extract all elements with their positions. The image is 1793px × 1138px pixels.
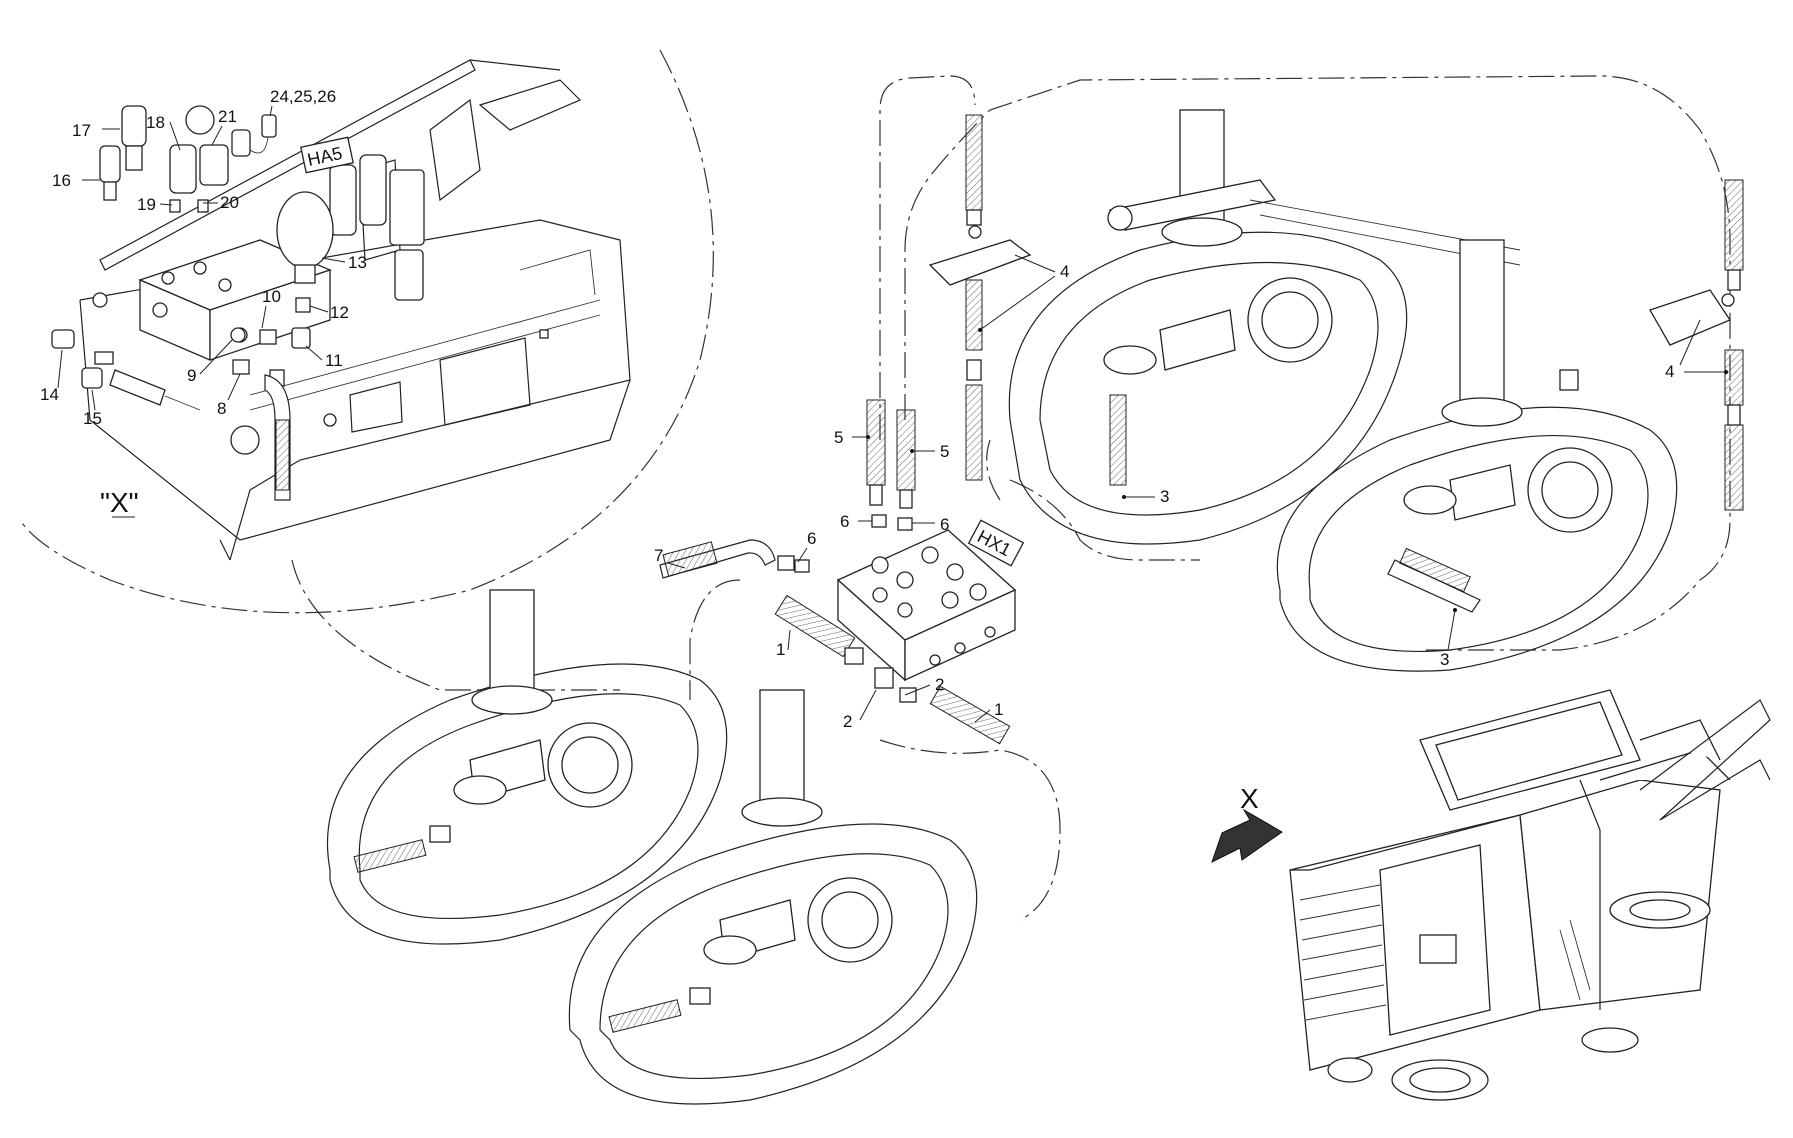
callout-9: 9 xyxy=(187,366,196,385)
callout-1-left: 1 xyxy=(776,640,785,659)
callout-17: 17 xyxy=(72,121,91,140)
track-assembly-upper-right xyxy=(1008,109,1521,545)
view-arrow-label: X xyxy=(1240,783,1259,814)
right-hose-bracket xyxy=(1649,179,1744,511)
detail-callouts: 17 16 18 21 24,25,26 19 20 13 10 12 11 9… xyxy=(40,87,367,428)
routing-lines xyxy=(291,75,1731,921)
callout-14: 14 xyxy=(40,385,59,404)
callout-5-right: 5 xyxy=(940,442,949,461)
callout-21: 21 xyxy=(218,107,237,126)
callout-6-left: 6 xyxy=(840,512,849,531)
callout-4-center: 4 xyxy=(1060,262,1069,281)
track-assembly-right xyxy=(1276,239,1678,672)
callout-6-right: 6 xyxy=(940,515,949,534)
callout-15: 15 xyxy=(83,409,102,428)
callout-11: 11 xyxy=(325,351,343,370)
callout-10: 10 xyxy=(262,287,281,306)
callout-5-left: 5 xyxy=(834,428,843,447)
center-callouts: 5 5 4 6 6 6 7 1 1 2 2 xyxy=(654,254,1069,731)
tag-ha5: HA5 xyxy=(300,136,354,174)
callout-2-left: 2 xyxy=(843,712,852,731)
detail-boundary-arc xyxy=(19,49,714,614)
callout-3-upper: 3 xyxy=(1160,487,1169,506)
machine-overview: X xyxy=(1211,689,1771,1101)
detail-view-x: HA5 "X" xyxy=(19,49,714,614)
callout-1-right: 1 xyxy=(994,700,1003,719)
callout-7: 7 xyxy=(654,546,663,565)
callout-13: 13 xyxy=(348,253,367,272)
callout-16: 16 xyxy=(52,171,71,190)
callout-3-lower: 3 xyxy=(1440,650,1449,669)
callout-2-right: 2 xyxy=(935,675,944,694)
center-hoses xyxy=(659,114,1032,745)
track-assembly-lower-left xyxy=(326,589,728,945)
callout-24-25-26: 24,25,26 xyxy=(270,87,336,106)
callout-20: 20 xyxy=(220,193,239,212)
callout-6-lower: 6 xyxy=(807,529,816,548)
valve-assembly xyxy=(99,105,425,301)
callout-12: 12 xyxy=(330,303,349,322)
track-assembly-lower-center xyxy=(568,689,978,1105)
right-callouts: 3 3 4 xyxy=(1122,319,1728,669)
detail-fittings xyxy=(51,297,311,501)
central-distribution-block: HX1 xyxy=(836,519,1025,682)
detail-view-title: "X" xyxy=(100,487,139,518)
callout-4-right: 4 xyxy=(1665,362,1674,381)
callout-19: 19 xyxy=(137,195,156,214)
callout-18: 18 xyxy=(146,113,165,132)
callout-8: 8 xyxy=(217,399,226,418)
view-direction-arrow: X xyxy=(1211,783,1283,863)
engine-grille xyxy=(1299,884,1387,1021)
